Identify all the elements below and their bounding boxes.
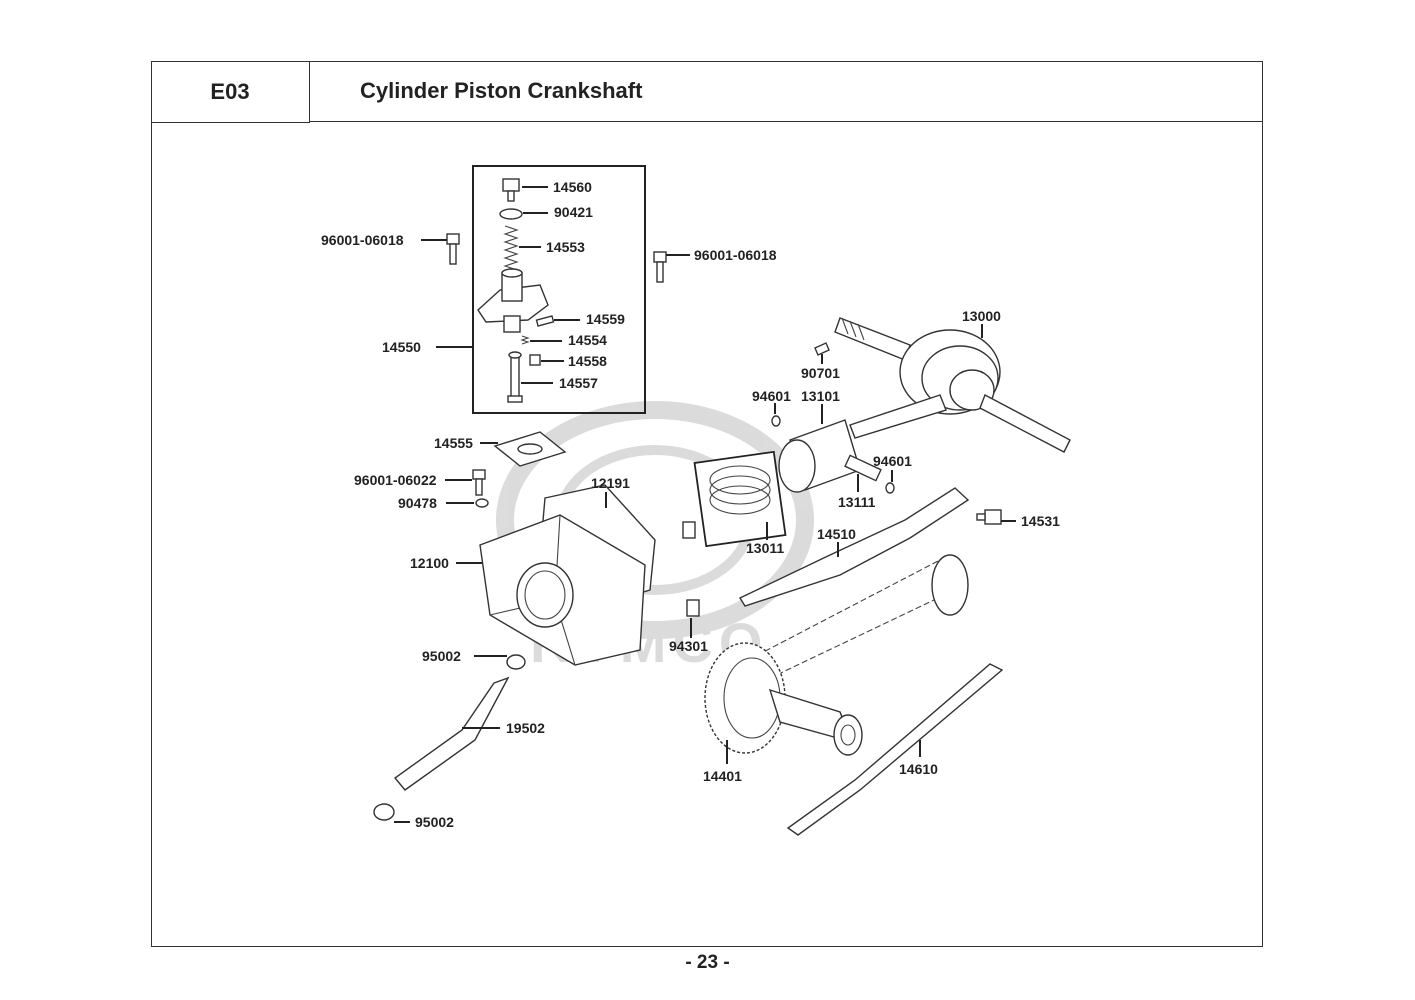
label-14553: 14553 [546, 239, 585, 255]
label-90478: 90478 [398, 495, 437, 511]
label-96001-06022: 96001-06022 [354, 472, 437, 488]
leader-lines [394, 186, 1016, 823]
tensioner-body [477, 268, 549, 333]
label-12191: 12191 [591, 475, 630, 491]
label-94301: 94301 [669, 638, 708, 654]
hose-clamp-top [506, 654, 526, 670]
page-number: - 23 - [685, 952, 730, 973]
label-14557: 14557 [559, 375, 598, 391]
cylinder-bolt [472, 469, 486, 496]
label-13111: 13111 [838, 494, 876, 510]
cylinder-block [479, 514, 646, 666]
header-divider [310, 121, 1263, 122]
label-14555: 14555 [434, 435, 473, 451]
label-13000: 13000 [962, 308, 1001, 324]
label-14558: 14558 [568, 353, 607, 369]
tensioner-rod [507, 351, 523, 403]
tensioner-group-box [472, 165, 646, 414]
dowel-pin-bottom [686, 599, 700, 617]
dowel-pin-top [682, 521, 696, 539]
label-14401: 14401 [703, 768, 742, 784]
section-code: E03 [151, 61, 310, 123]
tensioner-gasket [493, 431, 567, 467]
tensioner-spring [503, 225, 519, 271]
camshaft-sprocket [704, 642, 863, 756]
crankshaft [834, 317, 1071, 453]
bolt-right [653, 251, 667, 283]
breather-hose [393, 676, 510, 791]
label-14554: 14554 [568, 332, 607, 348]
piston [778, 419, 861, 493]
tensioner-arm-bolt [976, 509, 1002, 525]
bolt-left [446, 233, 460, 265]
label-95002-bottom: 95002 [415, 814, 454, 830]
label-14550: 14550 [382, 339, 421, 355]
chain-guide [786, 663, 1004, 836]
label-94601-left: 94601 [752, 388, 791, 404]
label-19502: 19502 [506, 720, 545, 736]
chain-tensioner-arm [738, 487, 970, 607]
label-90701: 90701 [801, 365, 840, 381]
label-95002-top: 95002 [422, 648, 461, 664]
label-13101: 13101 [801, 388, 840, 404]
tensioner-nut [529, 354, 541, 366]
tensioner-pin [535, 315, 555, 327]
piston-ring-set [693, 450, 787, 548]
label-14610: 14610 [899, 761, 938, 777]
label-13011: 13011 [746, 540, 784, 556]
label-14510: 14510 [817, 526, 856, 542]
diagram-frame [151, 61, 1263, 947]
piston-pin-clip-right [885, 482, 895, 494]
label-96001-06018-left: 96001-06018 [321, 232, 404, 248]
label-96001-06018-right: 96001-06018 [694, 247, 777, 263]
label-14559: 14559 [586, 311, 625, 327]
tensioner-small-spring [520, 335, 530, 345]
tensioner-washer [499, 208, 523, 220]
piston-pin [844, 454, 882, 482]
part-labels: 14560 90421 14553 96001-06018 96001-0601… [321, 179, 1060, 830]
label-14560: 14560 [553, 179, 592, 195]
label-12100: 12100 [410, 555, 449, 571]
label-90421: 90421 [554, 204, 593, 220]
label-94601-right: 94601 [873, 453, 912, 469]
crank-key [814, 342, 830, 356]
tensioner-cap-bolt [502, 178, 520, 202]
section-title: Cylinder Piston Crankshaft [360, 78, 643, 103]
cylinder-washer [475, 498, 489, 508]
label-14531: 14531 [1021, 513, 1060, 529]
hose-clamp-bottom [373, 803, 395, 821]
piston-pin-clip-left [771, 415, 781, 427]
